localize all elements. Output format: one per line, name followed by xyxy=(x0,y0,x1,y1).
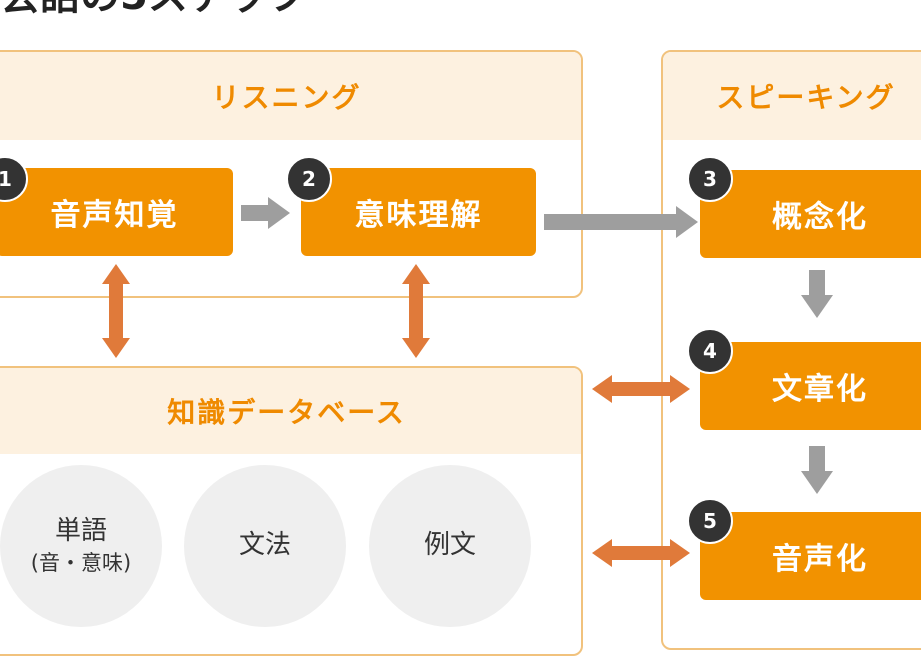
knowledge-item-grammar: 文法 xyxy=(184,465,346,627)
step-5-box: 音声化 xyxy=(700,512,921,600)
step-4-label: 文章化 xyxy=(772,372,868,407)
flow-arrow-4-5 xyxy=(801,446,833,494)
knowledge-item-words: 単語 (音・意味) xyxy=(0,465,162,627)
step-3-badge: 3 xyxy=(687,156,733,202)
knowledge-item-examples: 例文 xyxy=(369,465,531,627)
knowledge-item-words-sub: (音・意味) xyxy=(30,551,132,576)
link-arrow-step1-database xyxy=(102,264,130,358)
step-2-label: 意味理解 xyxy=(354,198,483,233)
step-1-box: 音声知覚 xyxy=(0,168,233,256)
knowledge-item-examples-label: 例文 xyxy=(423,530,476,561)
flow-arrow-1-2 xyxy=(241,197,290,229)
link-arrow-database-step5 xyxy=(592,539,690,567)
link-arrow-database-step4 xyxy=(592,375,690,403)
link-arrow-step2-database xyxy=(402,264,430,358)
step-1-label: 音声知覚 xyxy=(50,198,179,233)
knowledge-item-grammar-label: 文法 xyxy=(238,530,291,561)
step-5-label: 音声化 xyxy=(772,542,868,577)
flow-arrow-3-4 xyxy=(801,270,833,318)
page-title: 会話の5ステップ xyxy=(0,0,308,16)
flow-arrow-2-3 xyxy=(544,206,698,238)
step-4-box: 文章化 xyxy=(700,342,921,430)
step-2-badge: 2 xyxy=(286,156,332,202)
speaking-header: スピーキング xyxy=(663,52,921,140)
step-4-badge: 4 xyxy=(687,328,733,374)
database-header: 知識データベース xyxy=(0,368,581,454)
step-3-label: 概念化 xyxy=(772,200,868,235)
knowledge-item-words-label: 単語 xyxy=(54,516,107,547)
diagram-arrows xyxy=(102,197,833,567)
listening-header: リスニング xyxy=(0,52,581,140)
step-2-box: 意味理解 xyxy=(301,168,536,256)
step-5-badge: 5 xyxy=(687,498,733,544)
step-3-box: 概念化 xyxy=(700,170,921,258)
